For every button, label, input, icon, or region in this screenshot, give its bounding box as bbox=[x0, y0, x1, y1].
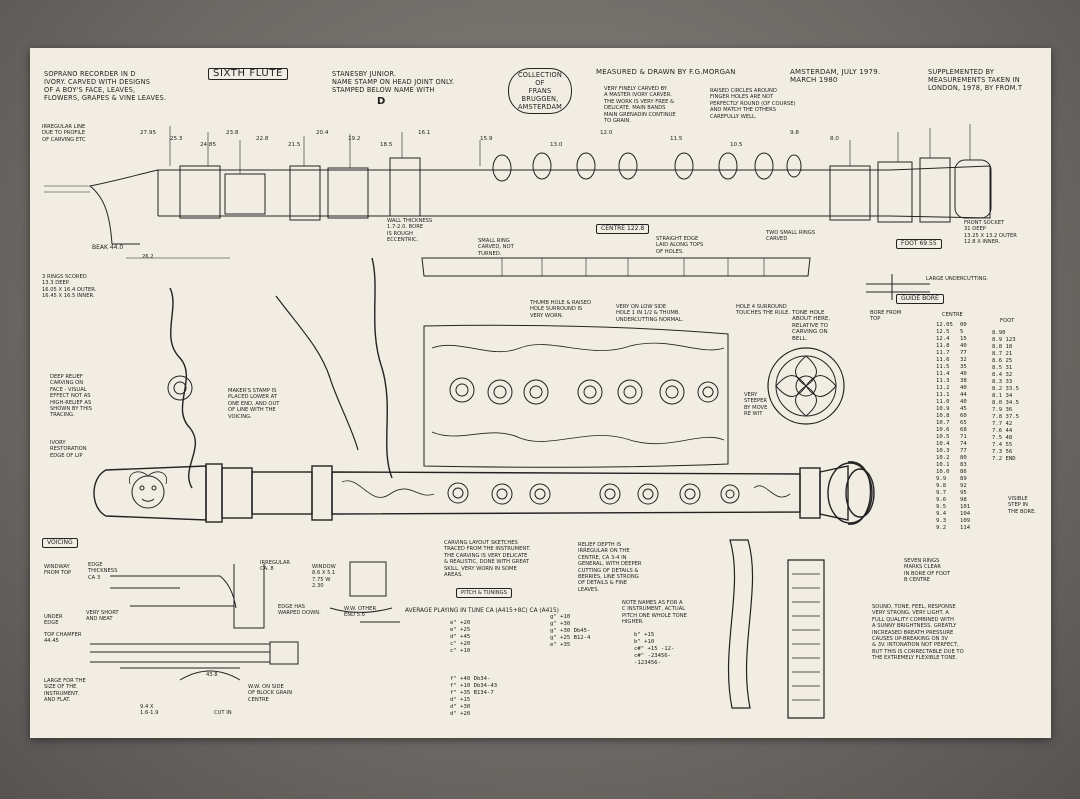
beak-curve bbox=[89, 185, 113, 245]
small-ring-note: SMALL RING CARVED, NOT TURNED. bbox=[478, 238, 514, 257]
location-date: AMSTERDAM, JULY 1979. MARCH 1980 bbox=[790, 68, 881, 84]
sound-tone-note: SOUND, TONE, FEEL, RESPONSE VERY STRONG,… bbox=[872, 604, 964, 662]
block-dims-note: 9.4 x 1.6-1.9 bbox=[140, 704, 159, 717]
drawing-sheet: SOPRANO RECORDER IN D IVORY. CARVED WITH… bbox=[30, 48, 1051, 738]
bore-table-col-3: 8.90 8.9 123 8.8 18 8.7 21 8.6 25 8.5 31… bbox=[992, 330, 1019, 462]
straight-edge-note: STRAIGHT EDGE LAID ALONG TOPS OF HOLES. bbox=[656, 236, 704, 255]
tone-hole-note: TONE HOLE ABOUT HERE, RELATIVE TO CARVIN… bbox=[792, 310, 831, 342]
top-dimension-value: 27.95 bbox=[140, 130, 157, 136]
top-dimension-value: 21.5 bbox=[288, 142, 301, 148]
cut-in-note: CUT IN bbox=[214, 710, 232, 716]
beak-label: BEAK 44.0 bbox=[92, 244, 124, 251]
raised-circles-note: RAISED CIRCLES AROUND FINGER HOLES ARE N… bbox=[710, 88, 796, 120]
recorder-line-drawing bbox=[44, 124, 992, 719]
pitch-table-d: b" +15 b" +10 c#" +15 -12- c#" -23456- -… bbox=[634, 632, 675, 666]
top-chamfer-note: TOP CHAMFER 44.45 bbox=[44, 632, 82, 645]
top-dimension-value: 12.0 bbox=[600, 130, 613, 136]
foot-dimension-box: FOOT 69.55 bbox=[896, 239, 942, 250]
makers-stamp-note: MAKER'S STAMP IS PLACED LOWER AT ONE END… bbox=[228, 388, 280, 420]
average-pitch-note: AVERAGE PLAYING IN TUNE CA (A415+8c) CA … bbox=[405, 608, 559, 614]
profile-top-line bbox=[89, 169, 890, 187]
ivory-restoration-note: IVORY RESTORATION EDGE OF LIP bbox=[50, 440, 87, 459]
bore-table-col-2: 00 5 15 40 77 32 35 40 38 40 44 40 45 60… bbox=[960, 322, 971, 531]
top-dimension-value: 16.1 bbox=[418, 130, 431, 136]
top-dimension-value: 22.8 bbox=[256, 136, 269, 142]
boy-face-carving bbox=[128, 471, 168, 509]
deep-relief-note: DEEP RELIEF CARVING ON FACE - VISUAL EFF… bbox=[50, 374, 92, 419]
ww-other-end-note: W.W. OTHER END 5.6 bbox=[344, 606, 377, 619]
edge-warped-note: EDGE HAS WARPED DOWN. bbox=[278, 604, 321, 617]
pitch-table-a: e" +20 e" +25 d" +45 c" +20 c" +10 bbox=[450, 620, 471, 654]
foot-column-label: FOOT bbox=[1000, 318, 1015, 324]
voicing-sketches bbox=[90, 561, 400, 681]
vine-carving-strip bbox=[169, 287, 196, 489]
top-dimension-value: 19.2 bbox=[348, 136, 361, 142]
vertical-vine-strip bbox=[727, 539, 754, 709]
irregular-line-note: IRREGULAR LINE DUE TO PROFILE OF CARVING… bbox=[42, 124, 86, 143]
centre-dimension-box: CENTRE 122.8 bbox=[596, 224, 650, 235]
maker-note: STANESBY JUNIOR. NAME STAMP ON HEAD JOIN… bbox=[332, 70, 455, 94]
dim-438-label: 43.8 bbox=[206, 672, 218, 678]
two-small-rings-note: TWO SMALL RINGS CARVED bbox=[766, 230, 816, 243]
top-dimension-value: 20.4 bbox=[316, 130, 329, 136]
guide-bore-box: GUIDE BORE bbox=[896, 294, 944, 305]
seven-rings-note: SEVEN RINGS MARKS CLEAR IN BORE OF FOOT … bbox=[904, 558, 951, 584]
top-dimension-value: 9.8 bbox=[790, 130, 799, 136]
top-dimension-value: 11.5 bbox=[670, 136, 683, 142]
profile-finger-holes bbox=[492, 152, 802, 182]
top-dimension-value: 23.8 bbox=[226, 130, 239, 136]
instrument-description: SOPRANO RECORDER IN D IVORY. CARVED WITH… bbox=[44, 70, 167, 102]
carving-layout-panel bbox=[423, 324, 729, 468]
bore-table-col-1: 12.05 12.5 12.4 11.8 11.7 11.6 11.5 11.4… bbox=[936, 322, 953, 531]
collection-seal: COLLECTION OF FRANS BRUGGEN, AMSTERDAM bbox=[508, 68, 572, 114]
under-edge-note: UNDER EDGE bbox=[44, 614, 63, 627]
top-dimension-value: 10.5 bbox=[730, 142, 743, 148]
bore-from-top-label: BORE FROM TOP bbox=[870, 310, 902, 323]
top-dimension-value: 25.3 bbox=[170, 136, 183, 142]
relief-depth-note: RELIEF DEPTH IS IRREGULAR ON THE CENTRE,… bbox=[578, 542, 642, 593]
centre-vine-sketch bbox=[371, 257, 393, 479]
top-dimension-value: 13.0 bbox=[550, 142, 563, 148]
front-finger-holes bbox=[447, 482, 740, 505]
top-dimension-value: 18.5 bbox=[380, 142, 393, 148]
very-short-note: VERY SHORT AND NEAT bbox=[86, 610, 119, 623]
pitch-tunings-box: PITCH & TUNINGS bbox=[456, 588, 512, 599]
low-side-note: VERY ON LOW SIDE HOLE 1 IN 1/2 & THUMB. … bbox=[616, 304, 684, 323]
supplement-note: SUPPLEMENTED BY MEASUREMENTS TAKEN IN LO… bbox=[928, 68, 1023, 92]
layout-finger-rings bbox=[449, 377, 719, 405]
note-names-note: NOTE NAMES AS FOR A C INSTRUMENT, ACTUAL… bbox=[622, 600, 687, 626]
front-socket-note: FRONT SOCKET 31 DEEP 13.25 x 13.2 OUTER … bbox=[964, 220, 1017, 246]
top-dimension-value: 15.9 bbox=[480, 136, 493, 142]
very-deep-note: VERY STEEPER BY MOVE RE WIT bbox=[744, 392, 768, 418]
ribbed-bell-section bbox=[787, 559, 825, 719]
large-undercutting-note: LARGE UNDERCUTTING. bbox=[926, 276, 989, 282]
wall-thickness-note: WALL THICKNESS 1.7-2.0. BORE IS ROUGH EC… bbox=[387, 218, 433, 244]
top-dimension-value: 8.0 bbox=[830, 136, 839, 142]
sixth-flute-title: SIXTH FLUTE bbox=[208, 68, 288, 80]
scored-rings-note: 3 RINGS SCORED 13.3 DEEP. 16.05 x 16.4 O… bbox=[42, 274, 97, 300]
bell-rosette bbox=[767, 347, 845, 425]
thumb-hole-note: THUMB HOLE & RAISED HOLE SURROUND IS VER… bbox=[530, 300, 592, 319]
hole-surround-note: HOLE 4 SURROUND TOUCHES THE RULE. bbox=[736, 304, 791, 317]
maker-letter: D bbox=[377, 96, 386, 107]
pitch-table-b: f" +40 Db34- f" +10 Db34-43 f" +35 B134-… bbox=[450, 676, 498, 717]
recorder-front-view bbox=[93, 461, 875, 525]
large-for-size-note: LARGE FOR THE SIZE OF THE INSTRUMENT. AN… bbox=[44, 678, 86, 704]
carving-quality-note: VERY FINELY CARVED BY A MASTER IVORY CAR… bbox=[604, 86, 676, 125]
carving-layout-note: CARVING LAYOUT SKETCHES TRACED FROM THE … bbox=[444, 540, 531, 579]
visible-step-note: VISIBLE STEP IN THE BORE. bbox=[1008, 496, 1037, 515]
window-dims-note: WINDOW 8.6 x 5.1 7.75 W 2.30 bbox=[312, 564, 336, 590]
edge-thickness-note: EDGE THICKNESS CA 3 bbox=[88, 562, 118, 581]
measured-by: MEASURED & DRAWN BY F.G.MORGAN bbox=[596, 68, 736, 76]
pitch-table-c: g" +10 g" +30 g" +30 Db45- g" +25 B12-4 … bbox=[550, 614, 591, 648]
centre-column-label: CENTRE bbox=[942, 312, 963, 318]
beak-sub-label: 26.2 bbox=[142, 254, 154, 260]
windway-note: WINDWAY FROM TOP bbox=[44, 564, 72, 577]
straight-edge-ruler bbox=[421, 257, 811, 277]
ww-on-side-note: W.W. ON SIDE OF BLOCK GRAIN CENTRE bbox=[248, 684, 293, 703]
leaf-scroll-sketch bbox=[275, 295, 359, 451]
voicing-box: VOICING bbox=[42, 538, 78, 549]
